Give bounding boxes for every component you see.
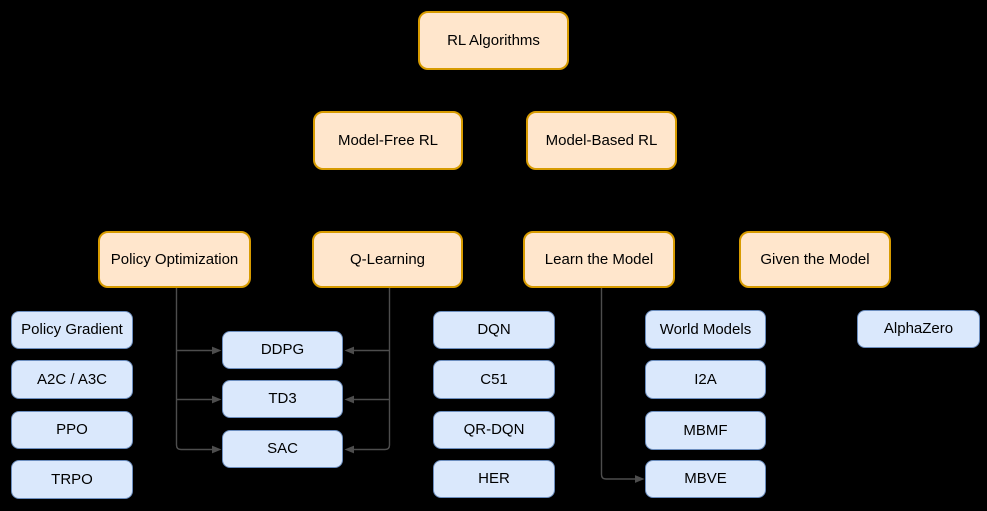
node-policy-gradient: Policy Gradient (11, 311, 133, 349)
node-mbve: MBVE (645, 460, 766, 498)
edges-policy-optimization (175, 288, 222, 454)
node-ppo: PPO (11, 411, 133, 449)
node-her: HER (433, 460, 555, 498)
arrowhead-into-mbve-left (635, 475, 645, 483)
arrowhead-into-sac-right (344, 445, 354, 454)
node-mbmf: MBMF (645, 411, 766, 450)
node-i2a: I2A (645, 360, 766, 399)
node-a2c-a3c: A2C / A3C (11, 360, 133, 399)
arrowhead-into-ddpg-left (212, 346, 222, 355)
node-q-learning: Q-Learning (312, 231, 463, 288)
node-policy-optimization: Policy Optimization (98, 231, 251, 288)
node-trpo: TRPO (11, 460, 133, 499)
edge-learn-the-model-mbve (600, 288, 636, 480)
node-world-models: World Models (645, 310, 766, 349)
arrowhead-into-sac-left (212, 445, 222, 454)
node-given-the-model: Given the Model (739, 231, 891, 288)
node-model-free-rl: Model-Free RL (313, 111, 463, 170)
edge-q-learning-sac (353, 288, 391, 451)
node-c51: C51 (433, 360, 555, 399)
edges-q-learning (344, 288, 391, 454)
arrowhead-into-td3-left (212, 395, 222, 404)
arrowhead-into-ddpg-right (344, 346, 354, 355)
node-sac: SAC (222, 430, 343, 468)
node-model-based-rl: Model-Based RL (526, 111, 677, 170)
node-td3: TD3 (222, 380, 343, 418)
node-rl-algorithms: RL Algorithms (418, 11, 569, 70)
node-ddpg: DDPG (222, 331, 343, 369)
edges-learn-the-model (600, 288, 645, 483)
arrowhead-into-td3-right (344, 395, 354, 404)
node-learn-the-model: Learn the Model (523, 231, 675, 288)
node-dqn: DQN (433, 311, 555, 349)
node-alphazero: AlphaZero (857, 310, 980, 348)
node-qr-dqn: QR-DQN (433, 411, 555, 449)
edge-policy-optimization-sac (175, 288, 213, 451)
